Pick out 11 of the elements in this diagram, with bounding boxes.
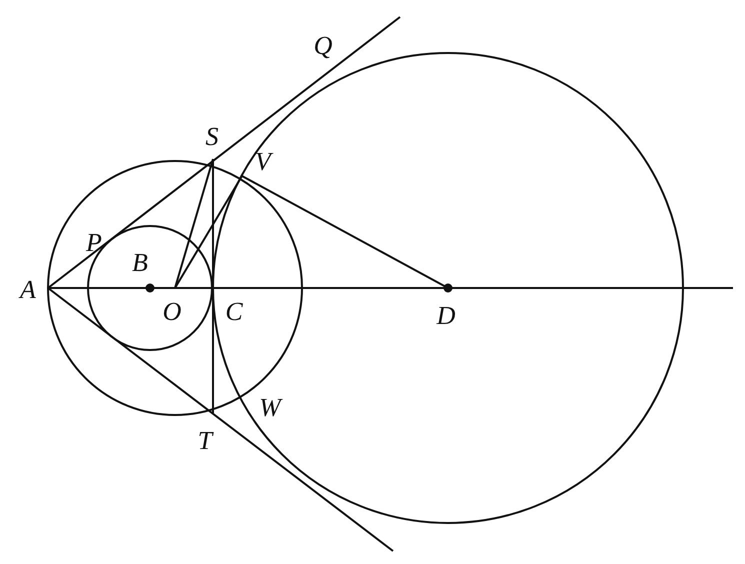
point-label: D <box>436 303 456 329</box>
point-label: C <box>225 299 243 325</box>
point-label: A <box>20 277 36 303</box>
point-label: T <box>198 428 212 454</box>
point-label: P <box>86 230 102 256</box>
point-label: B <box>132 250 148 276</box>
point-label: V <box>255 149 271 175</box>
point-label: W <box>259 395 281 421</box>
point-label: Q <box>314 33 332 59</box>
point-label: S <box>206 124 218 150</box>
point-label: O <box>162 299 182 325</box>
